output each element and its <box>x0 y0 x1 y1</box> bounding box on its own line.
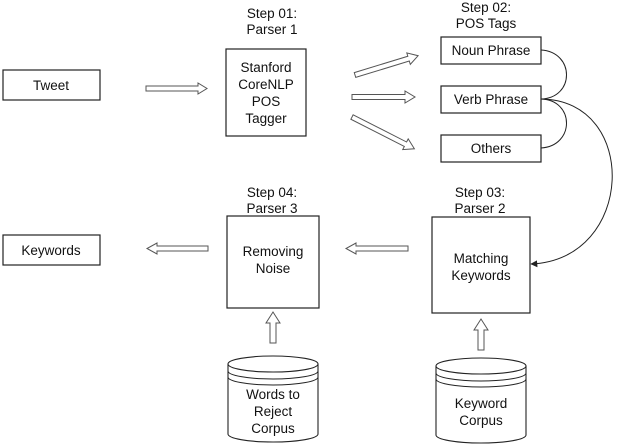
reject-corpus-database: Words to Reject Corpus <box>227 355 319 443</box>
removing-noise-box: Removing Noise <box>226 215 320 309</box>
others-to-verb-connector <box>540 98 567 149</box>
noun-phrase-label: Noun Phrase <box>452 43 531 58</box>
matching-line-2: Keywords <box>451 268 511 283</box>
step-04-label: Step 04: Parser 3 <box>246 185 297 216</box>
noun-to-verb-connector <box>540 49 567 100</box>
others-box: Others <box>440 134 542 163</box>
reject-corpus-line-2: Reject <box>254 404 293 419</box>
matching-keywords-box: Matching Keywords <box>431 216 531 314</box>
verb-phrase-label: Verb Phrase <box>454 92 528 107</box>
tagger-to-verb-arrow <box>351 90 416 104</box>
tweet-to-tagger-arrow <box>145 82 208 95</box>
keywords-box: Keywords <box>2 234 101 266</box>
tagger-line-2: CoreNLP <box>238 77 294 92</box>
tagger-line-4: Tagger <box>245 111 287 126</box>
reject-corpus-up-arrow <box>265 311 281 344</box>
tagger-line-3: POS <box>252 94 281 109</box>
removing-to-keywords-arrow <box>145 242 209 255</box>
verb-phrase-box: Verb Phrase <box>440 85 542 114</box>
step-02-label: Step 02: POS Tags <box>456 0 517 31</box>
keyword-corpus-line-1: Keyword <box>455 396 508 411</box>
step-03-label: Step 03: Parser 2 <box>454 185 505 216</box>
reject-corpus-line-3: Corpus <box>251 421 295 436</box>
pos-tagger-box: Stanford CoreNLP POS Tagger <box>225 48 307 137</box>
step-01-label: Step 01: Parser 1 <box>246 6 297 37</box>
step-02-pos-tags: POS Tags <box>456 16 517 31</box>
others-label: Others <box>471 141 512 156</box>
keyword-corpus-up-arrow <box>473 318 489 351</box>
matching-to-removing-arrow <box>344 242 409 255</box>
tweet-box: Tweet <box>2 69 101 101</box>
step-01-parser: Parser 1 <box>246 22 297 37</box>
tagger-to-others-arrow <box>350 114 416 151</box>
step-04-parser: Parser 3 <box>246 201 297 216</box>
tagger-to-noun-arrow <box>353 52 420 79</box>
keyword-corpus-database: Keyword Corpus <box>435 357 527 444</box>
noun-phrase-box: Noun Phrase <box>440 36 542 65</box>
reject-corpus-line-1: Words to <box>246 387 300 402</box>
step-03-number: Step 03: <box>455 185 505 200</box>
step-03-parser: Parser 2 <box>454 201 505 216</box>
step-04-number: Step 04: <box>247 185 297 200</box>
tagger-line-1: Stanford <box>240 60 291 75</box>
tweet-label: Tweet <box>33 78 69 93</box>
removing-line-2: Noise <box>256 261 291 276</box>
step-02-number: Step 02: <box>461 0 511 15</box>
keyword-corpus-line-2: Corpus <box>459 413 503 428</box>
verb-to-matching-connector <box>530 98 613 268</box>
step-01-number: Step 01: <box>247 6 297 21</box>
keywords-label: Keywords <box>21 243 81 258</box>
removing-line-1: Removing <box>243 244 304 259</box>
matching-line-1: Matching <box>454 251 509 266</box>
